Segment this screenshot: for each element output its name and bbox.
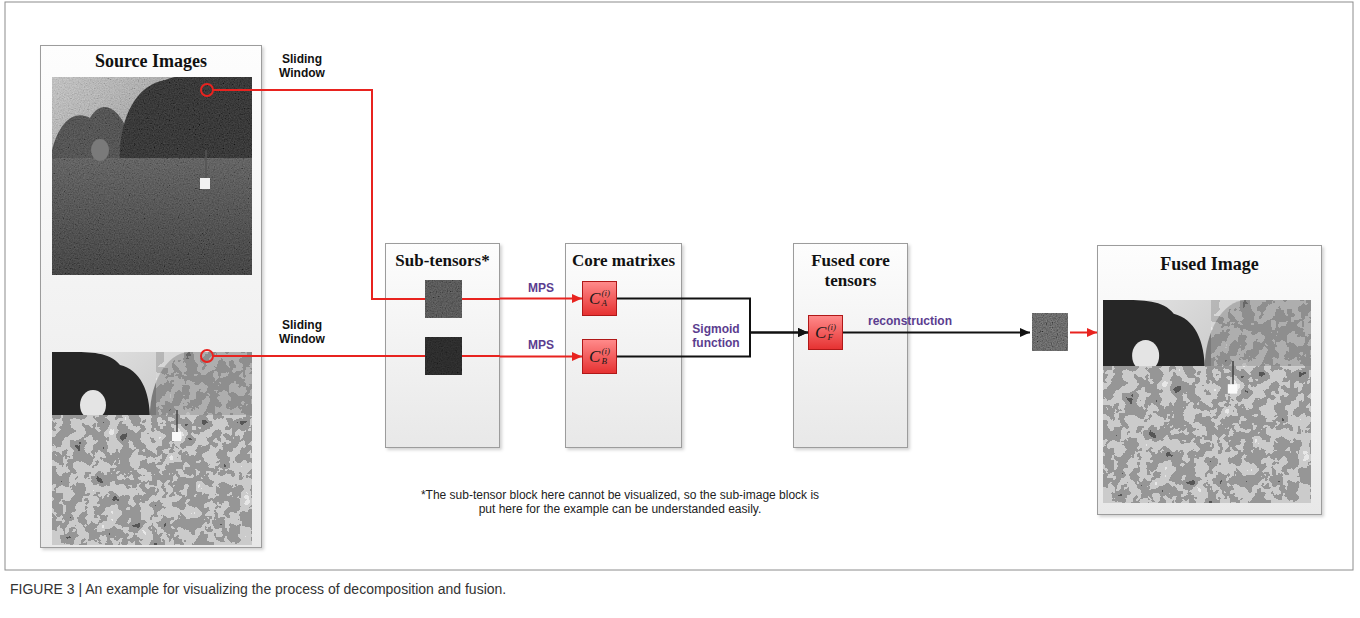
panel-title: Fused core tensors [794,251,907,290]
stage-box: Core matrixesC(i)AC(i)B [565,243,682,448]
superscript: (i) [601,289,610,298]
connector-line [843,332,1030,334]
arrowhead [798,328,808,337]
panel-title: Source Images [41,51,261,72]
index-stack: (i)A [601,289,610,308]
arrowhead [1020,328,1030,337]
formula: C(i)F [809,316,842,349]
connector-line [262,90,385,299]
photo-detail [213,355,262,357]
subscript: A [601,299,610,308]
formula: C(i)A [583,282,616,315]
photo-detail [385,355,425,357]
superscript: (i) [827,323,836,332]
core-matrix: C(i)A [582,281,617,316]
window-leader [201,84,500,362]
superscript: (i) [601,347,610,356]
photo-detail [1032,313,1068,351]
edge-label: MPS [516,281,566,295]
subscript: F [827,333,836,342]
index-stack: (i)B [601,347,610,366]
photo-detail [425,280,462,318]
footnote: *The sub-tensor block here cannot be vis… [420,488,820,516]
edge-label: Sigmoid function [686,322,746,350]
photo-detail [462,298,500,300]
panel-title: Sub-tensors* [386,251,499,271]
stage-box: Fused core tensorsC(i)F [793,243,908,448]
connector-line [500,298,582,300]
matrix-symbol: C [815,324,826,341]
arrowhead [572,294,582,303]
subscript: B [601,357,610,366]
arrowhead [1087,328,1097,337]
arrowhead [572,352,582,361]
photo-detail [385,298,425,300]
source-photo-a [52,73,252,275]
photo-detail [425,280,462,318]
core-matrix: C(i)B [582,339,617,374]
panel-title: Core matrixes [566,251,681,271]
formula: C(i)B [583,340,616,373]
connector [262,90,385,299]
index-stack: (i)F [827,323,836,342]
edge-label: Sliding Window [272,318,332,346]
photo-detail [213,89,262,91]
figure-frame [5,2,1353,570]
matrix-symbol: C [589,348,600,365]
connector [262,356,385,357]
figure-caption: FIGURE 3 | An example for visualizing th… [10,580,910,598]
photo-detail [462,355,500,357]
edge-label: MPS [516,338,566,352]
arrowhead [798,328,808,337]
edge-label: reconstruction [860,314,960,328]
photo-detail [201,84,213,96]
edge-label: Sliding Window [272,52,332,80]
sub-image-patch [425,280,462,318]
connector-line [500,356,582,358]
photo-detail [1032,313,1068,351]
fused-core: C(i)F [808,315,843,350]
source-photo-b [52,352,252,545]
connector [500,294,582,303]
reconstructed-patch [1032,313,1068,351]
fused-photo [1103,300,1311,503]
panel-title: Fused Image [1098,254,1321,275]
matrix-symbol: C [589,290,600,307]
photo-detail [425,337,462,375]
connector [500,352,582,361]
connector-line [262,355,385,357]
sub-image-patch [425,337,462,375]
photo-detail [201,350,213,362]
photo-detail [425,337,462,375]
connector [843,328,1097,337]
